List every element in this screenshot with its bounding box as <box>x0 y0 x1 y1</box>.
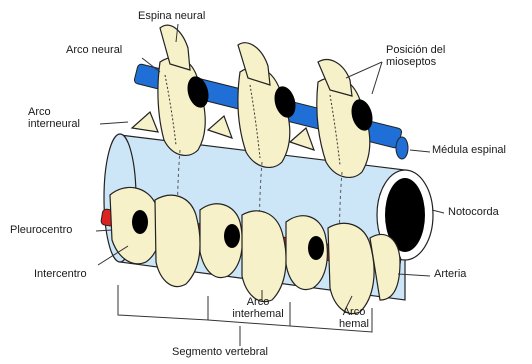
label-medula-espinal: Médula espinal <box>432 144 506 156</box>
label-arco-interhemal: Arco interhemal <box>218 296 298 320</box>
label-espina-neural: Espina neural <box>138 10 205 22</box>
label-posicion-mioseptos: Posición del mioseptos <box>386 44 445 68</box>
label-notocorda: Notocorda <box>448 206 499 218</box>
label-arco-interneural: Arco interneural <box>28 106 80 130</box>
label-arco-neural: Arco neural <box>66 44 122 56</box>
label-segmento-vertebral: Segmento vertebral <box>172 346 268 358</box>
label-arteria: Arteria <box>434 268 466 280</box>
label-intercentro: Intercentro <box>34 268 87 280</box>
label-arco-hemal: Arco hemal <box>324 306 384 330</box>
label-pleurocentro: Pleurocentro <box>10 224 72 236</box>
